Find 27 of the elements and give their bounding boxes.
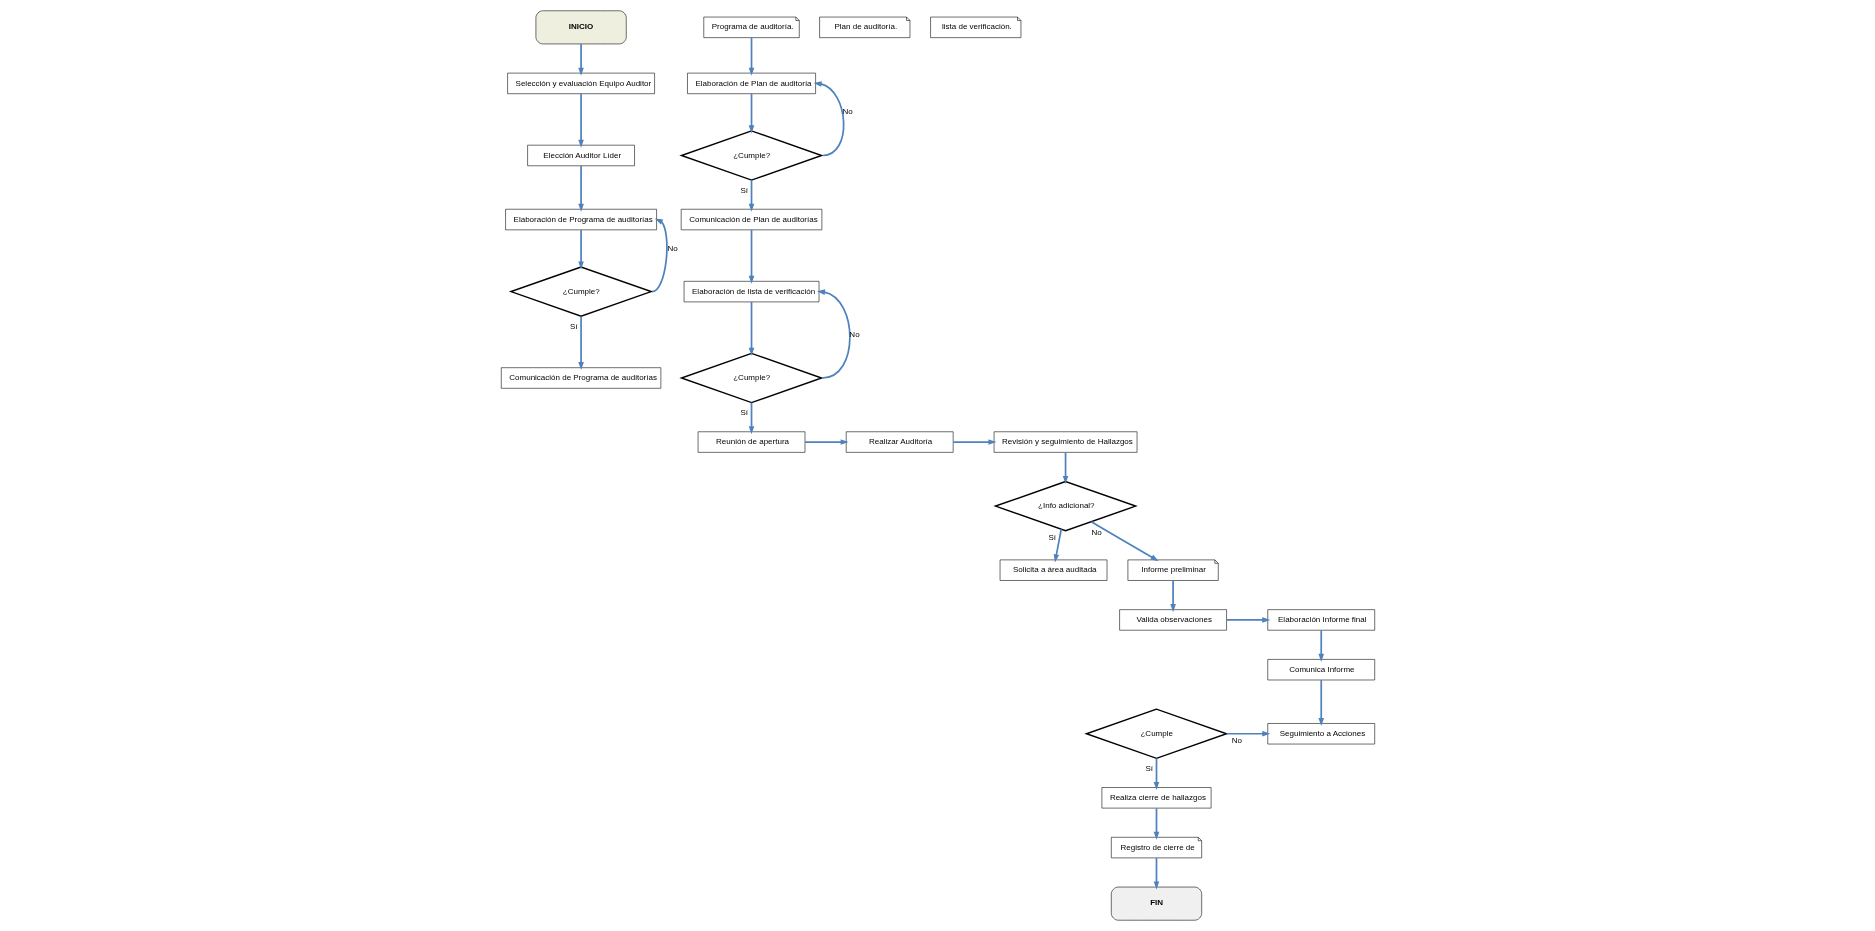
arrow <box>1225 617 1270 623</box>
arrow <box>816 289 851 379</box>
arrow <box>748 36 754 76</box>
arrow <box>803 439 849 445</box>
arrow <box>748 93 754 134</box>
arrow <box>1062 451 1068 484</box>
arrow <box>748 179 754 212</box>
arrow <box>748 401 754 435</box>
arrow <box>748 301 754 356</box>
arrow <box>1089 520 1159 562</box>
arrow <box>577 165 584 212</box>
arrow <box>650 218 668 293</box>
arrow <box>748 229 754 284</box>
arrow <box>951 439 996 445</box>
arrow <box>1225 730 1270 737</box>
arrow <box>1053 528 1062 563</box>
arrow <box>813 81 844 157</box>
arrow <box>1317 679 1324 727</box>
arrow <box>1169 579 1176 613</box>
arrow <box>577 43 584 76</box>
arrow <box>577 315 584 371</box>
arrow <box>577 93 584 148</box>
arrow <box>1317 629 1324 662</box>
arrow <box>1153 807 1159 840</box>
arrow <box>577 229 584 270</box>
arrow <box>1153 857 1159 890</box>
arrow <box>1153 757 1159 790</box>
